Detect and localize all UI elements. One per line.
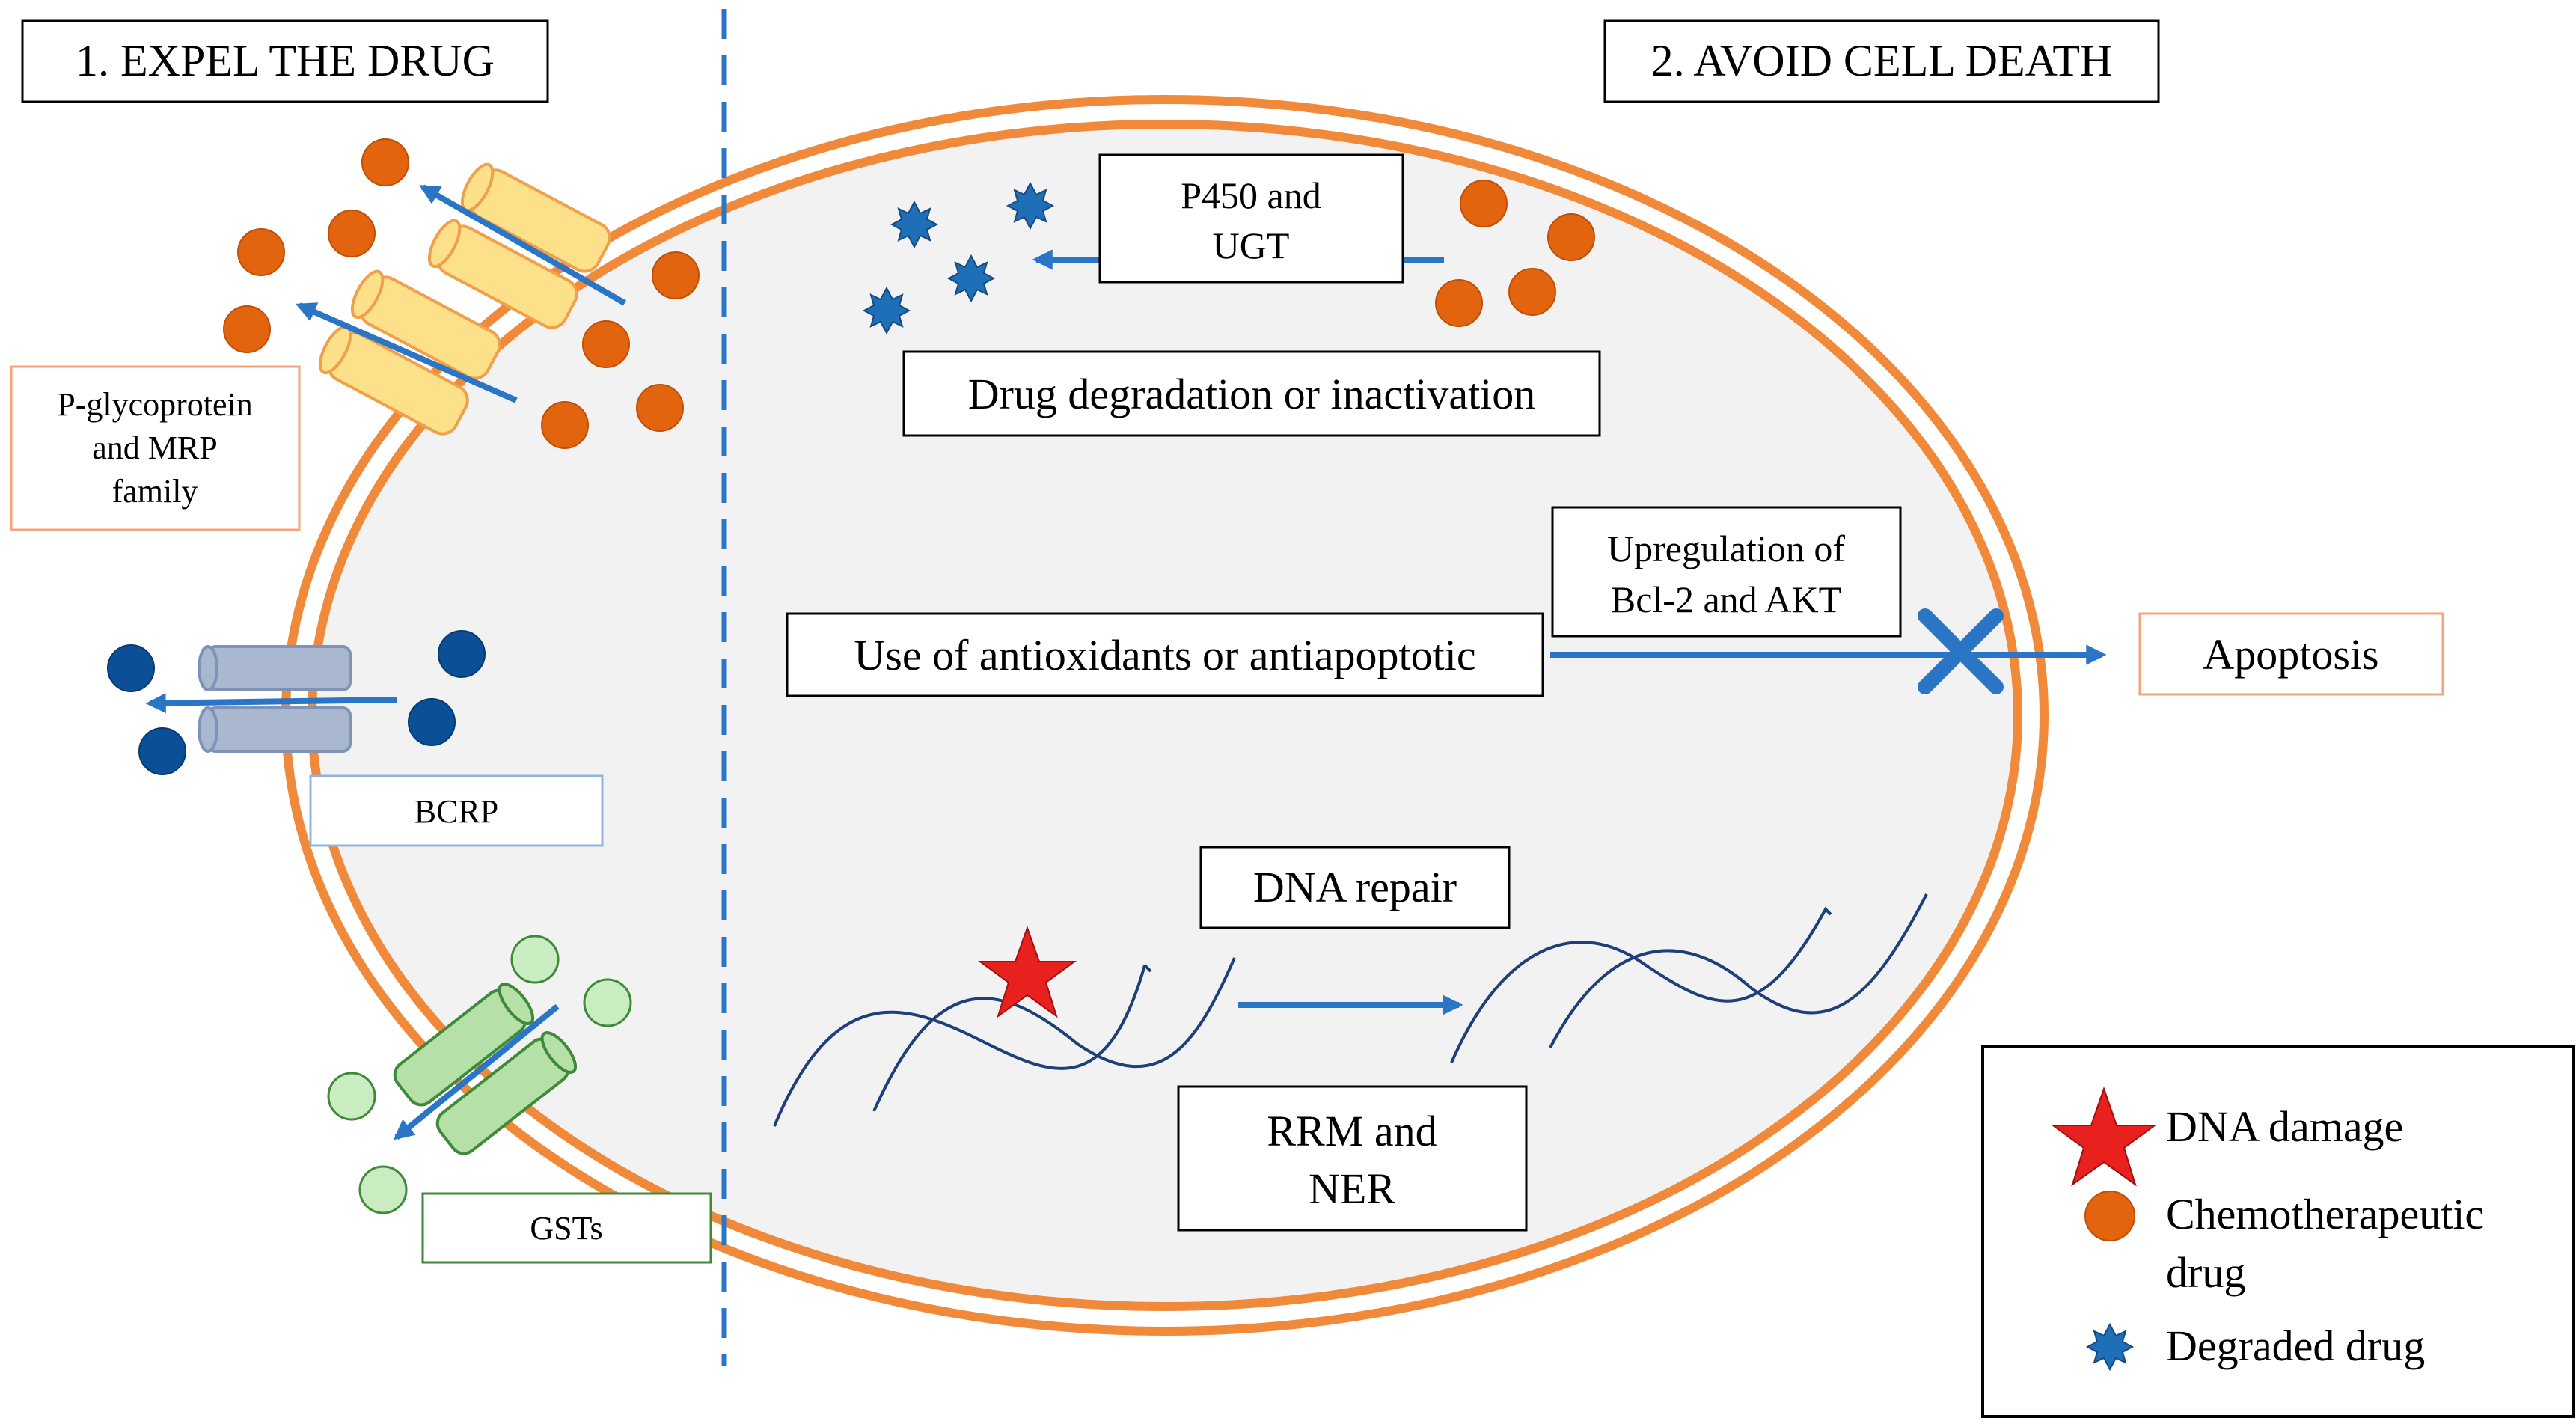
chemo-drug [361,138,409,186]
bcrp-label-text: BCRP [414,793,499,830]
degradation-label: Drug degradation or inactivation [968,370,1536,418]
chemo-drug [582,320,630,368]
dna-repair-pathway: DNA repair RRM and NER [773,846,1928,1232]
section-right-title: 2. AVOID CELL DEATH [1651,36,2113,85]
bcrp-transporter-1 [206,645,352,691]
pgp-label-line3: family [112,473,198,510]
bcl2-label-line1: Upregulation of [1607,528,1845,569]
chemo-drug [1460,180,1508,227]
gst-transporter-1 [393,983,535,1107]
bcrp-drug [138,727,186,775]
bcrp-drug [107,644,155,692]
pgp-label-line1: P-glycoprotein [57,386,253,423]
damaged-dna-strand [773,957,1236,1127]
chemo-drug [652,251,700,299]
legend-box [1981,1045,2575,1418]
chemo-drug [541,401,589,449]
bcrp-transporter-2-end [198,706,218,753]
legend-chemo-label-line2: drug [2166,1248,2245,1297]
rrm-ner-box: RRM and NER [1177,1085,1528,1232]
rrm-ner-label-line2: NER [1309,1164,1395,1213]
apoptosis-pathway: Upregulation of Bcl-2 and AKT Use of ant… [786,506,2444,697]
chemo-drug [237,228,285,276]
antioxidants-label: Use of antioxidants or antiapoptotic [854,631,1475,679]
degraded-drug [948,255,994,302]
bcl2-label-line2: Bcl-2 and AKT [1611,578,1841,620]
chemo-drug [1547,213,1595,261]
chemo-drug [223,305,271,353]
bcrp-drug [438,630,486,678]
pgp-label: P-glycoprotein and MRP family [10,365,301,531]
degraded-drug [863,287,910,334]
pgp-transporter-1 [460,162,611,273]
gst-drug [327,1072,376,1121]
dna-repair-label: DNA repair [1253,863,1457,911]
block-x-icon [1918,608,2004,694]
antioxidants-box: Use of antioxidants or antiapoptotic [786,612,1544,697]
pgp-transporter-3 [350,269,501,380]
rrm-ner-label-line1: RRM and [1267,1107,1437,1155]
legend-dna-damage-star-icon [2050,1086,2158,1187]
bcrp-transporter-2 [206,706,352,753]
chemo-drug [1508,268,1556,316]
gst-efflux-arrow [393,1003,560,1140]
pgp-label-line2: and MRP [92,430,217,466]
chemo-drug [636,384,684,432]
degraded-drug [891,201,937,248]
bcrp-drug [408,698,456,746]
bcl2-box: Upregulation of Bcl-2 and AKT [1551,506,1902,638]
legend-chemo-label-line1: Chemotherapeutic [2166,1190,2484,1238]
pgp-drugs [223,138,700,449]
gst-drug [510,935,560,984]
legend-degraded-label: Degraded drug [2166,1321,2425,1370]
gsts-label: GSTs [421,1192,712,1264]
dna-damage-star [977,926,1077,1018]
section-right-header: 2. AVOID CELL DEATH [1603,19,2160,103]
p450-label-line1: P450 and [1181,174,1321,216]
degradation-box: Drug degradation or inactivation [902,350,1601,437]
pgp-transporters [296,162,626,436]
bcrp-transporter-1-end [198,645,218,691]
bcrp-label: BCRP [309,774,604,847]
bcrp-efflux-arrow [145,693,397,714]
chemo-drug [1435,279,1483,327]
gst-drug [358,1165,408,1214]
apoptosis-label: Apoptosis [2203,630,2378,679]
dna-repair-box: DNA repair [1199,846,1511,929]
p450-label-line2: UGT [1213,224,1290,266]
p450-box: P450 and UGT [1098,153,1404,284]
degraded-drug [1007,183,1053,229]
degradation-pathway: P450 and UGT Drug degradation or inactiv… [863,153,1601,437]
gst-transporters [327,935,632,1214]
legend-dna-damage-label: DNA damage [2166,1102,2403,1151]
chemo-drug [328,210,376,257]
legend-degraded-drug-icon [2087,1324,2133,1370]
pgp-efflux-arrow-2 [296,302,518,403]
gsts-label-text: GSTs [530,1210,602,1247]
section-left-header: 1. EXPEL THE DRUG [21,19,549,103]
gst-drug [583,978,632,1027]
bcrp-transporters [107,630,486,775]
pgp-efflux-arrow-1 [419,184,626,306]
legend: DNA damage Chemotherapeutic drug Degrade… [1981,1045,2575,1418]
gst-transporter-2 [435,1031,578,1155]
pgp-transporter-2 [427,219,578,329]
legend-chemo-drug-icon [2084,1191,2135,1241]
section-left-title: 1. EXPEL THE DRUG [76,36,495,85]
repaired-dna-strand [1450,893,1928,1063]
apoptosis-box: Apoptosis [2138,612,2444,696]
